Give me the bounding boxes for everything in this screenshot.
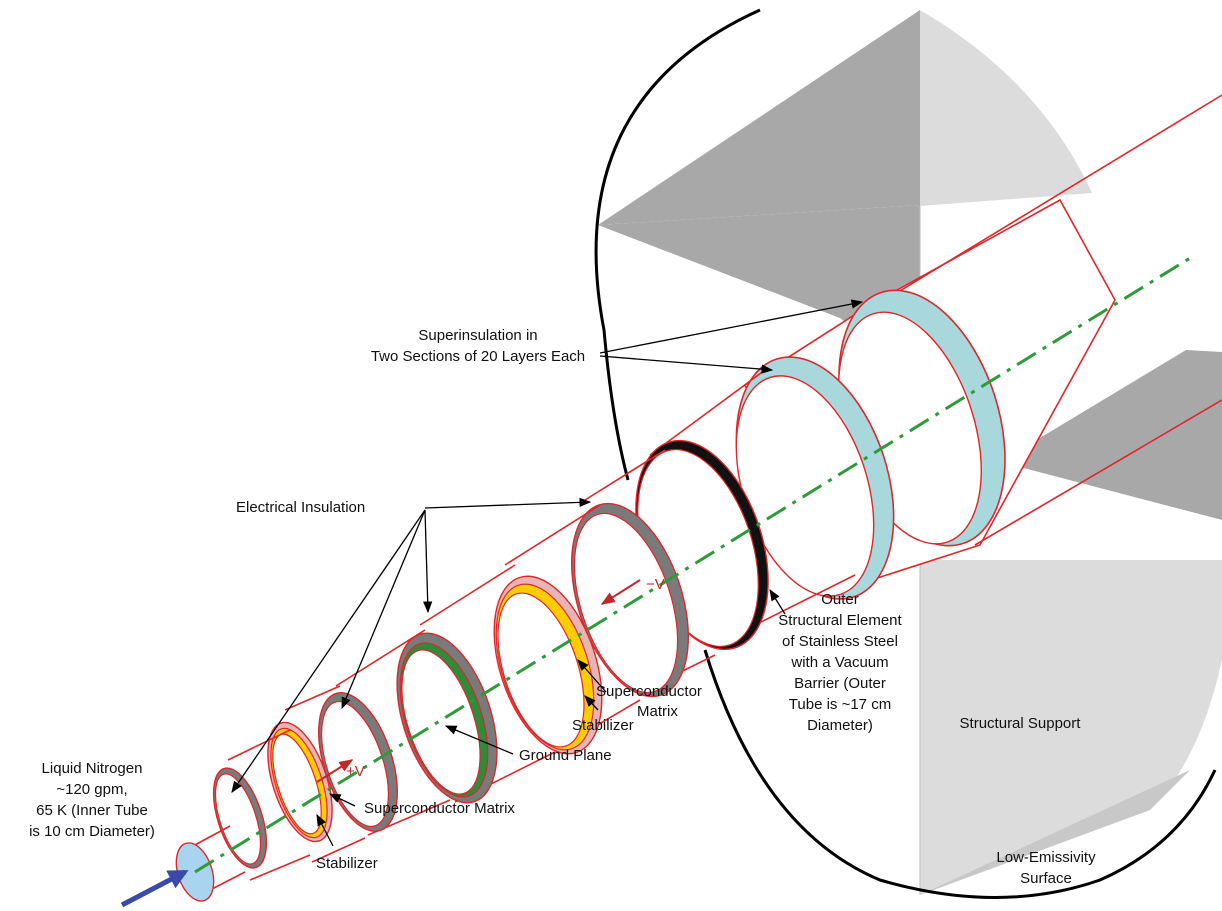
- label-liquid-nitrogen-4: is 10 cm Diameter): [29, 823, 155, 840]
- label-stabilizer-outer: Stabilizer: [572, 717, 634, 734]
- support-diagonal-lower: [920, 770, 1190, 895]
- label-structural-support: Structural Support: [960, 715, 1082, 732]
- label-superconductor-matrix-outer-2: Matrix: [637, 703, 678, 720]
- pointer-lines: [231, 299, 864, 847]
- labels: Superinsulation in Two Sections of 20 La…: [29, 327, 1096, 887]
- plus-v-arrow: [316, 759, 354, 783]
- label-plus-v: +V: [346, 763, 365, 780]
- label-outer-1: Outer: [821, 591, 859, 608]
- label-minus-v: −V: [646, 576, 665, 593]
- label-liquid-nitrogen-3: 65 K (Inner Tube: [36, 802, 148, 819]
- label-low-emissivity-2: Surface: [1020, 870, 1072, 887]
- support-dark-upper: [598, 10, 920, 225]
- cable-tubes: [175, 94, 1222, 902]
- label-liquid-nitrogen-2: ~120 gpm,: [56, 781, 127, 798]
- label-ground-plane: Ground Plane: [519, 747, 612, 764]
- label-superconductor-matrix-inner: Superconductor Matrix: [364, 800, 515, 817]
- minus-v-arrow: [600, 579, 641, 605]
- label-outer-4: with a Vacuum: [790, 654, 888, 671]
- label-electrical-insulation: Electrical Insulation: [236, 499, 365, 516]
- flow-arrow: [120, 869, 189, 908]
- label-superconductor-matrix-outer-1: Superconductor: [596, 683, 702, 700]
- label-low-emissivity-1: Low-Emissivity: [996, 849, 1096, 866]
- outer-boundary-arc: [594, 8, 1217, 899]
- support-dark-upper-lower: [598, 205, 920, 380]
- label-liquid-nitrogen-1: Liquid Nitrogen: [42, 760, 143, 777]
- center-axis: [194, 253, 1196, 874]
- label-outer-2: Structural Element: [778, 612, 902, 629]
- label-outer-3: of Stainless Steel: [782, 633, 898, 650]
- label-superinsulation-2: Two Sections of 20 Layers Each: [371, 348, 585, 365]
- label-stabilizer-inner: Stabilizer: [316, 855, 378, 872]
- label-outer-7: Diameter): [807, 717, 873, 734]
- label-outer-5: Barrier (Outer: [794, 675, 886, 692]
- label-superinsulation-1: Superinsulation in: [418, 327, 537, 344]
- label-outer-6: Tube is ~17 cm: [789, 696, 891, 713]
- support-dark-right: [1000, 350, 1222, 520]
- support-light-upper: [920, 10, 1092, 206]
